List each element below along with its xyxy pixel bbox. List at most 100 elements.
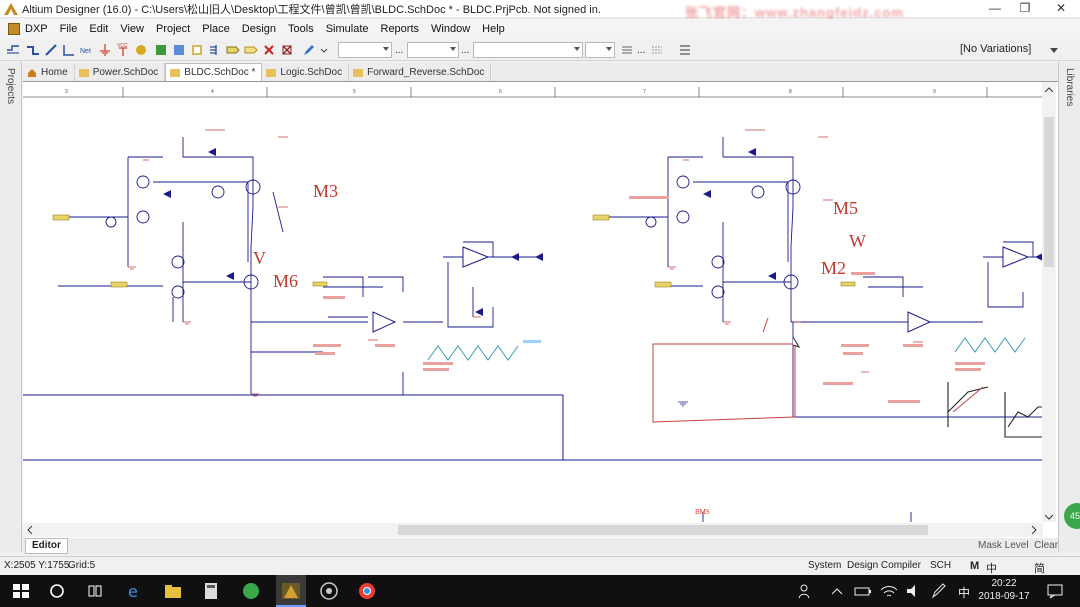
annotations-right	[629, 196, 985, 403]
menu-project[interactable]: Project	[155, 23, 191, 35]
menu-edit[interactable]: Edit	[89, 23, 109, 35]
off-sheet-icon[interactable]	[244, 43, 258, 57]
menu-place[interactable]: Place	[202, 23, 230, 35]
vcc-port-icon[interactable]: VCC	[116, 43, 130, 57]
input-language-indicator[interactable]: 中	[958, 586, 971, 600]
pen-icon[interactable]	[302, 43, 316, 57]
projects-panel[interactable]: Projects	[0, 62, 22, 552]
ime-simplified[interactable]: 简	[1034, 563, 1045, 575]
harness-connector-icon[interactable]	[208, 43, 222, 57]
chrome-icon[interactable]	[356, 581, 378, 601]
wifi-icon[interactable]	[878, 581, 900, 601]
green-app-icon[interactable]	[240, 581, 262, 601]
toolbar-combo-3[interactable]	[473, 42, 583, 58]
menu-help[interactable]: Help	[482, 23, 505, 35]
menu-dxp[interactable]: DXP	[25, 23, 48, 35]
gnd-port-icon[interactable]	[98, 43, 112, 57]
align-icon[interactable]	[620, 43, 634, 57]
edge-browser-icon[interactable]: e	[124, 581, 146, 601]
wire-icon[interactable]	[6, 43, 20, 57]
menu-bar: DXP File Edit View Project Place Design …	[0, 19, 1080, 39]
chevron-down-icon[interactable]	[1045, 514, 1053, 520]
tab-bldc-schdoc[interactable]: BLDC.SchDoc *	[165, 63, 263, 81]
vertical-scroll-thumb[interactable]	[1044, 117, 1054, 267]
menu-view[interactable]: View	[120, 23, 144, 35]
search-icon[interactable]	[46, 581, 68, 601]
horizontal-scroll-thumb[interactable]	[398, 525, 928, 535]
arrange-icon[interactable]	[678, 43, 692, 57]
no-erc-icon[interactable]	[262, 43, 276, 57]
vertical-scrollbar[interactable]	[1042, 82, 1056, 522]
file-explorer-icon[interactable]	[162, 581, 184, 601]
system-clock[interactable]: 20:22 2018-09-17	[978, 577, 1030, 603]
half-bridge-v[interactable]	[58, 137, 543, 394]
chevron-up-icon[interactable]	[826, 581, 848, 601]
clock-date: 2018-09-17	[978, 591, 1030, 602]
variations-chevron-icon[interactable]	[1050, 48, 1058, 54]
half-bridge-w[interactable]	[598, 137, 1043, 323]
menu-simulate[interactable]: Simulate	[325, 23, 369, 35]
menu-tools[interactable]: Tools	[288, 23, 314, 35]
minimize-button[interactable]: —	[989, 1, 1001, 15]
schematic-drawing[interactable]: 3 4 5 6 7 8 9	[23, 82, 1058, 538]
signal-harness-icon[interactable]	[62, 43, 76, 57]
tab-label: Logic.SchDoc	[280, 66, 343, 78]
person-icon[interactable]	[795, 581, 817, 601]
system-panel-button[interactable]: System	[808, 560, 842, 571]
projects-panel-label[interactable]: Projects	[5, 68, 16, 105]
port-icon[interactable]	[226, 43, 240, 57]
close-button[interactable]: ✕	[1055, 1, 1067, 15]
horizontal-scrollbar[interactable]	[23, 523, 1043, 537]
volume-icon[interactable]	[904, 581, 926, 601]
libraries-panel[interactable]: Libraries	[1058, 62, 1080, 552]
windows-start-icon[interactable]	[10, 581, 32, 601]
mask-level-button[interactable]: Mask Level	[978, 540, 1029, 551]
variations-dropdown[interactable]: [No Variations]	[960, 43, 1032, 55]
mask-controls: Mask Level Clear	[978, 540, 1058, 551]
watermark-text: 张飞官网：www.zhangfeidz.com	[685, 5, 904, 20]
chevron-left-icon[interactable]	[27, 526, 33, 534]
menu-design[interactable]: Design	[241, 23, 277, 35]
clear-button[interactable]: Clear	[1034, 540, 1059, 551]
sch-panel-button[interactable]: SCH	[930, 560, 952, 571]
maximize-button[interactable]: ❐	[1019, 1, 1031, 15]
toolbar-combo-4[interactable]	[585, 42, 615, 58]
distribute-icon[interactable]	[650, 43, 664, 57]
tab-forward-reverse-schdoc[interactable]: Forward_Reverse.SchDoc	[349, 63, 492, 81]
floating-badge[interactable]: 45	[1064, 503, 1080, 529]
menu-file[interactable]: File	[59, 23, 78, 35]
task-view-icon[interactable]	[84, 581, 106, 601]
compile-mask-icon[interactable]	[280, 43, 294, 57]
libraries-panel-label[interactable]: Libraries	[1064, 68, 1075, 107]
menu-window[interactable]: Window	[431, 23, 471, 35]
calculator-icon[interactable]	[200, 581, 222, 601]
toolbar-combo-2[interactable]	[407, 42, 459, 58]
tab-logic-schdoc[interactable]: Logic.SchDoc	[262, 63, 350, 81]
schematic-canvas[interactable]: 3 4 5 6 7 8 9	[23, 81, 1058, 538]
chevron-up-icon[interactable]	[1045, 87, 1053, 93]
bus-icon[interactable]	[26, 43, 40, 57]
camera-app-icon[interactable]	[318, 581, 340, 601]
place-part-icon[interactable]	[134, 43, 148, 57]
ime-zh[interactable]: 中	[986, 563, 997, 575]
tab-home[interactable]: Home	[23, 63, 75, 81]
sheet-symbol-icon[interactable]	[154, 43, 168, 57]
ime-mode[interactable]: M	[970, 560, 980, 572]
menu-reports[interactable]: Reports	[380, 23, 420, 35]
battery-icon[interactable]	[852, 581, 874, 601]
net-label-icon[interactable]: Net	[80, 43, 94, 57]
toolbar-combo-1[interactable]	[338, 42, 392, 58]
device-sheet-icon[interactable]	[190, 43, 204, 57]
chevron-down-icon[interactable]	[320, 43, 328, 57]
notification-icon[interactable]	[1044, 581, 1066, 601]
active-altium-task[interactable]	[276, 575, 306, 607]
bus-entry-icon[interactable]	[44, 43, 58, 57]
design-compiler-button[interactable]: Design Compiler	[847, 560, 921, 571]
hand-drawn-graph-1	[947, 382, 989, 427]
chevron-right-icon[interactable]	[1031, 526, 1037, 534]
pen-workspace-icon[interactable]	[928, 581, 950, 601]
sheet-entry-icon[interactable]	[172, 43, 186, 57]
ruler-mark: 7	[643, 89, 646, 95]
editor-tab[interactable]: Editor	[25, 538, 68, 554]
tab-power-schdoc[interactable]: Power.SchDoc	[75, 63, 166, 81]
